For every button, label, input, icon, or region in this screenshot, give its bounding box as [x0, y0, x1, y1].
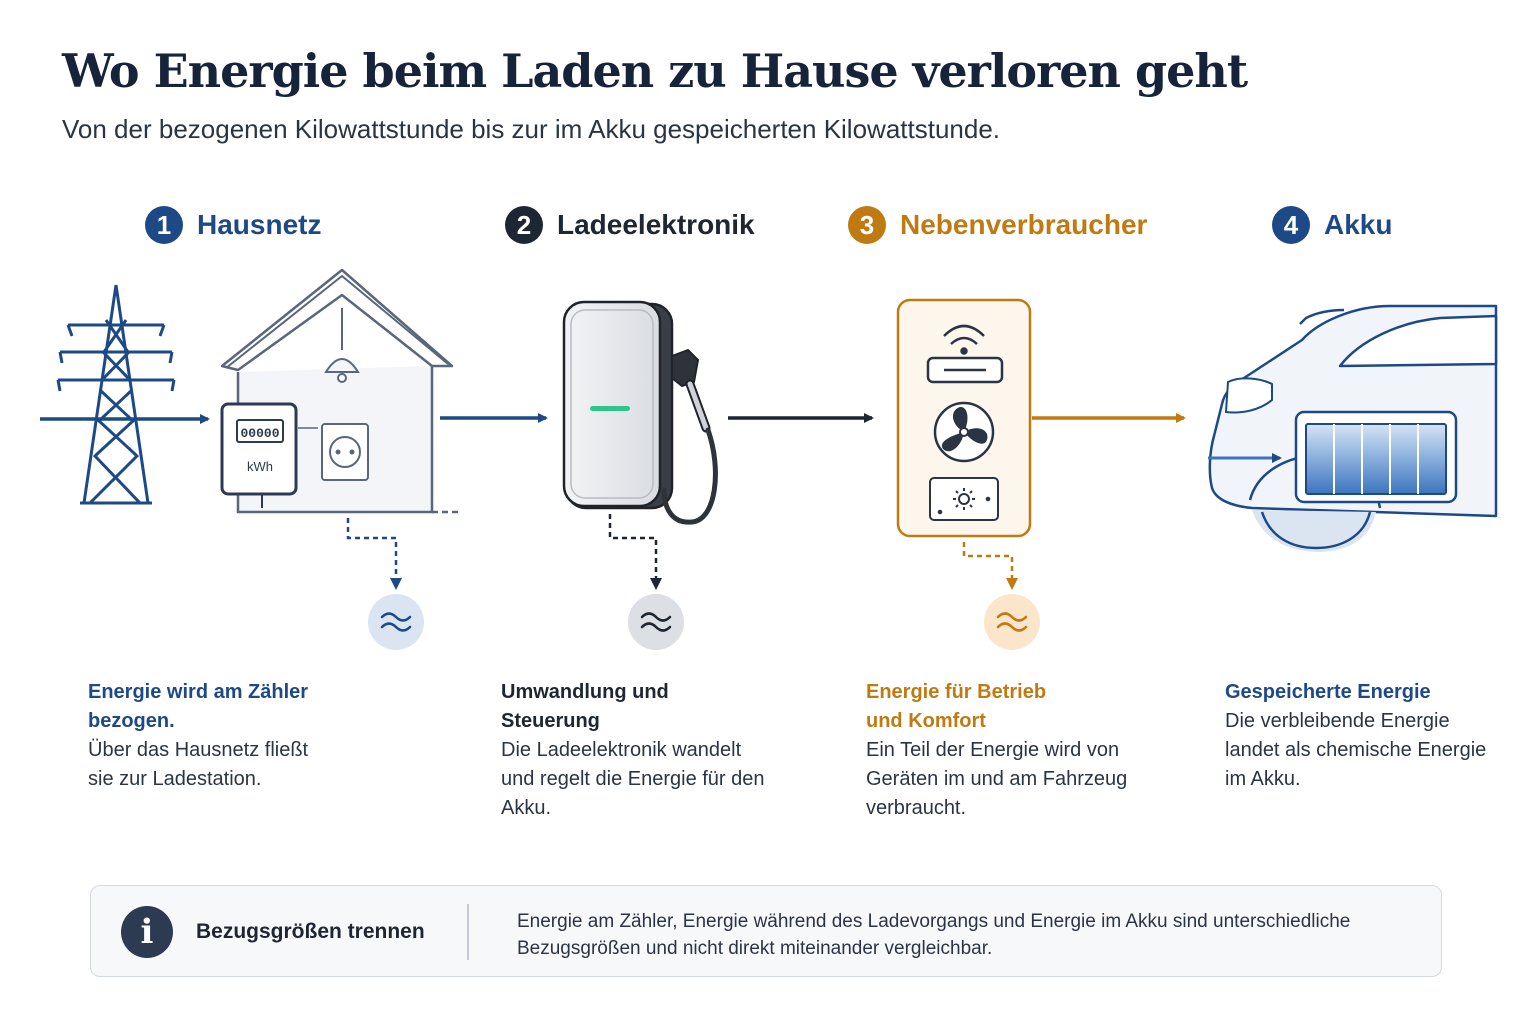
- info-text: Energie am Zähler, Energie während des L…: [517, 911, 1351, 959]
- step-label: Akku: [1324, 209, 1393, 240]
- description-title: Energie für Betrieb und Komfort: [866, 681, 1047, 732]
- power-pylon-icon: [56, 284, 176, 505]
- step-description-hausnetz: Energie wird am Zähler bezogen. Über das…: [88, 678, 338, 794]
- step-header-akku: 4 Akku: [1272, 204, 1392, 246]
- description-text: Die verbleibende Energie landet als chem…: [1225, 710, 1487, 790]
- step-label: Hausnetz: [197, 209, 322, 240]
- page-subtitle: Von der bezogenen Kilowattstunde bis zur…: [62, 114, 1001, 144]
- info-box: i Bezugsgrößen trennen Energie am Zähler…: [90, 885, 1442, 977]
- step-description-akku: Gespeicherte Energie Die verbleibende En…: [1225, 678, 1495, 794]
- description-title: Energie wird am Zähler bezogen.: [88, 681, 309, 732]
- meter-unit: kWh: [247, 459, 273, 474]
- info-icon: i: [121, 906, 173, 958]
- step-number-badge: 4: [1272, 206, 1310, 244]
- ceiling-lamp-icon: [324, 308, 360, 383]
- description-text: Über das Hausnetz fließt sie zur Ladesta…: [88, 739, 309, 790]
- meter-digits: 00000: [240, 426, 279, 441]
- heat-loss-icon: [368, 594, 424, 650]
- car-battery-icon: [1208, 304, 1498, 552]
- loss-connector-1: [346, 518, 398, 580]
- description-text: Die Ladeelektronik wandelt und regelt di…: [501, 739, 765, 819]
- step-number-badge: 3: [848, 206, 886, 244]
- fan-icon: [933, 401, 995, 463]
- step-number-badge: 2: [505, 206, 543, 244]
- step-label: Ladeelektronik: [557, 209, 755, 240]
- auxiliary-devices-icon: [896, 298, 1032, 538]
- info-title: Bezugsgrößen trennen: [196, 920, 425, 943]
- description-title: Umwandlung und Steuerung: [501, 681, 669, 732]
- info-divider: [467, 904, 469, 960]
- wifi-router-icon: [926, 324, 1004, 384]
- step-description-ladeelektronik: Umwandlung und Steuerung Die Ladeelektro…: [501, 678, 771, 823]
- electricity-meter-icon: 00000 kWh: [220, 402, 298, 508]
- heat-loss-icon: [984, 594, 1040, 650]
- step-description-nebenverbraucher: Energie für Betrieb und Komfort Ein Teil…: [866, 678, 1136, 823]
- house-icon: 00000 kWh: [220, 268, 462, 514]
- loss-connector-3: [962, 542, 1014, 580]
- description-text: Ein Teil der Energie wird von Geräten im…: [866, 739, 1128, 819]
- step-header-hausnetz: 1 Hausnetz: [145, 204, 321, 246]
- wall-socket-icon: [298, 423, 369, 481]
- page-title: Wo Energie beim Laden zu Hause verloren …: [62, 44, 1248, 98]
- step-header-nebenverbraucher: 3 Nebenverbraucher: [848, 204, 1147, 246]
- step-label: Nebenverbraucher: [900, 209, 1148, 240]
- heat-loss-icon: [628, 594, 684, 650]
- wallbox-charger-icon: [562, 300, 718, 525]
- step-number-badge: 1: [145, 206, 183, 244]
- climate-display-icon: [929, 477, 999, 521]
- step-header-ladeelektronik: 2 Ladeelektronik: [505, 204, 755, 246]
- description-title: Gespeicherte Energie: [1225, 681, 1431, 703]
- loss-connector-2: [608, 514, 658, 580]
